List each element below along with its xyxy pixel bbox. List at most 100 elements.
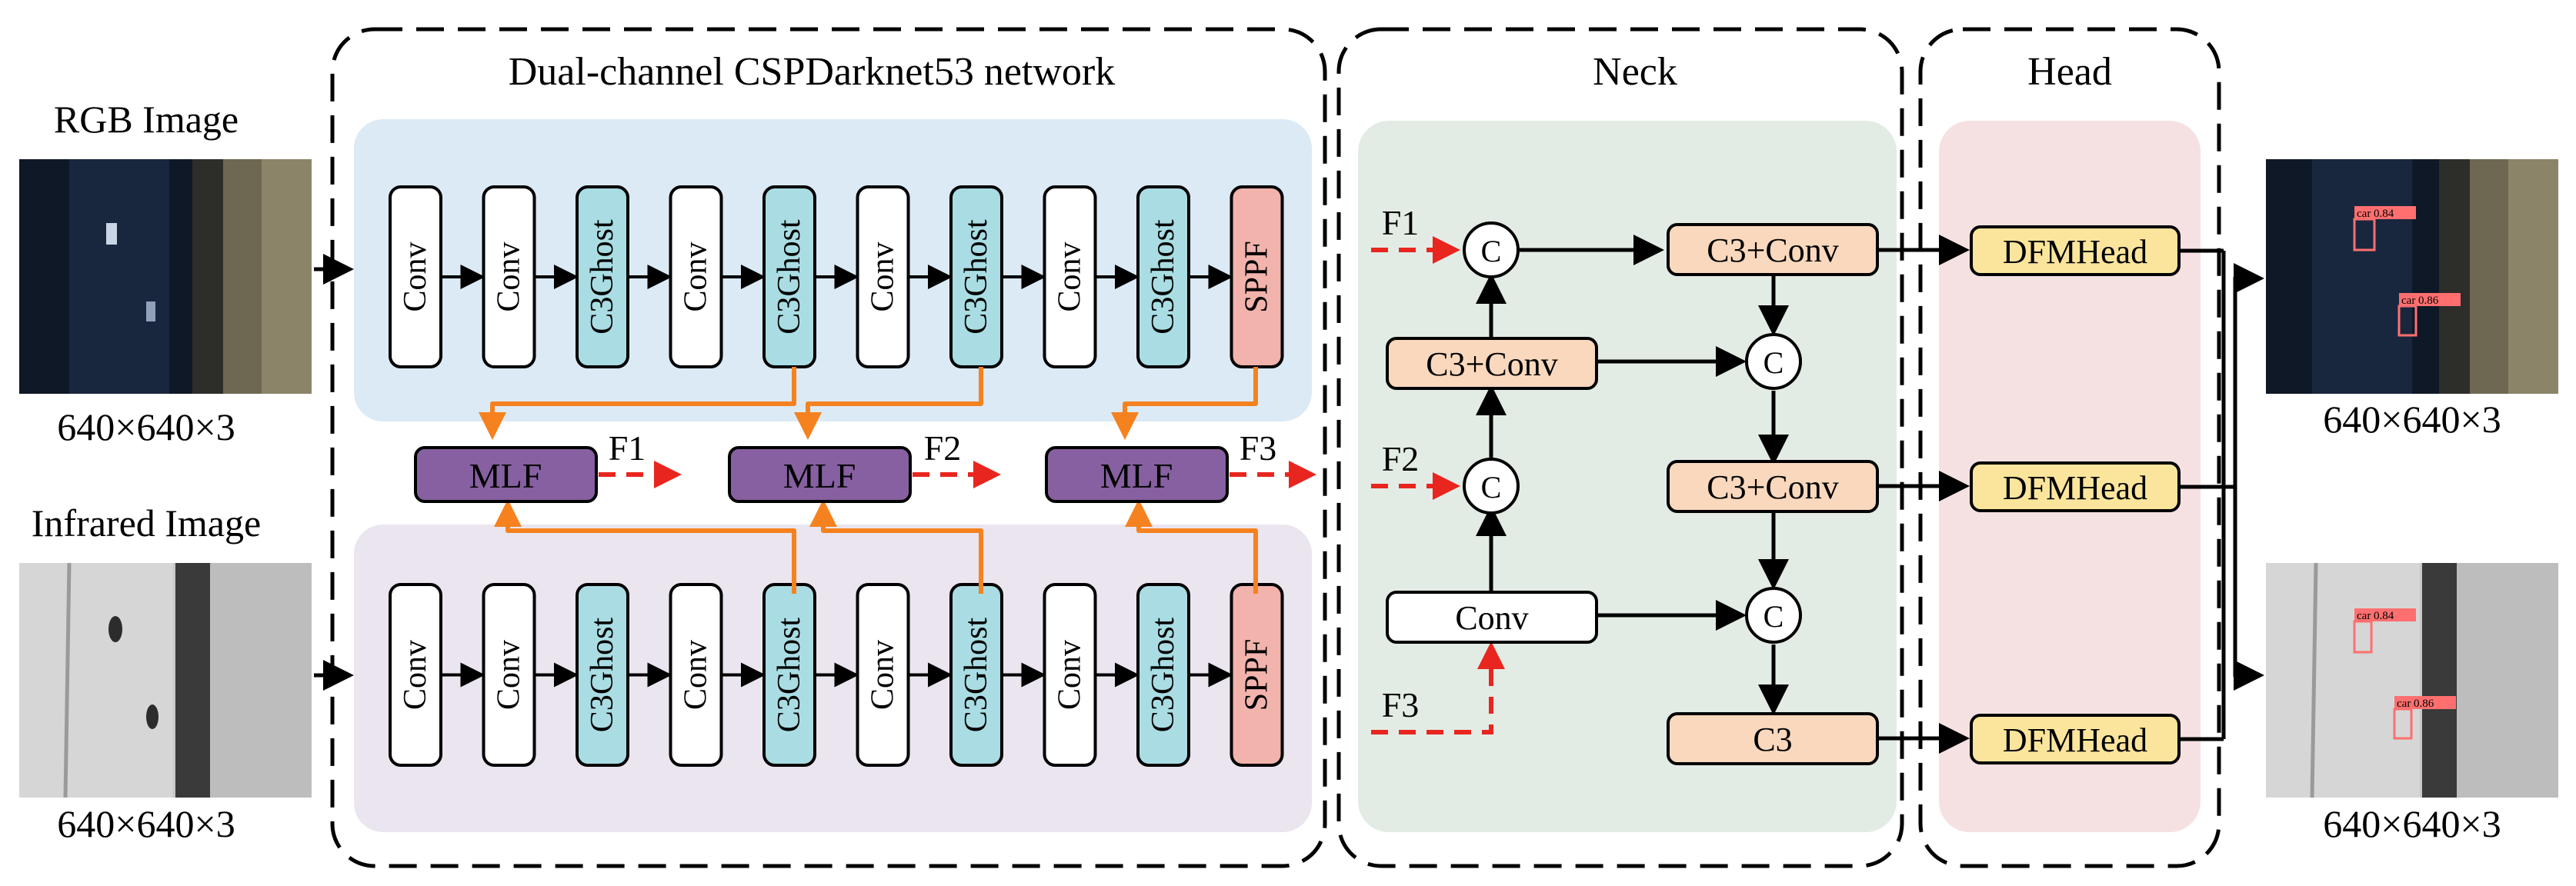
ir-block-label: Conv [1053,640,1088,710]
svg-text:C3: C3 [1753,721,1792,758]
svg-text:Conv: Conv [1455,599,1528,637]
neck-f3-label: F3 [1382,685,1420,724]
ir-block-label: SPPF [1240,639,1275,711]
rgb-block-c3ghost: C3Ghost [1136,185,1190,368]
rgb-input-image [19,159,312,394]
ir-output-size: 640×640×3 [2323,802,2501,845]
svg-text:DFMHead: DFMHead [2003,721,2147,759]
backbone-rgb-blocks: Conv Conv C3Ghost Conv C3Ghost Conv C3Ghost Con… [389,185,1284,368]
rgb-block-label: C3Ghost [1146,219,1181,335]
ir-block-conv: Conv [669,583,723,767]
neck-section [1336,27,1904,868]
ir-block-conv: Conv [389,583,442,767]
rgb-block-conv: Conv [389,185,442,368]
ir-image-label: Infrared Image [32,501,261,545]
rgb-image-label: RGB Image [54,98,239,141]
ir-block-label: Conv [492,640,527,710]
mlf-block-1: MLF [414,446,598,503]
f2-label: F2 [924,428,962,468]
ir-block-c3ghost: C3Ghost [949,583,1003,767]
neck-f2-label: F2 [1382,439,1420,478]
ir-block-sppf: SPPF [1230,583,1284,767]
rgb-block-conv: Conv [482,185,536,368]
neck-f1-label: F1 [1382,203,1420,242]
rgb-block-label: Conv [679,241,714,311]
svg-text:C: C [1763,599,1784,634]
neck-c3conv-block: C3+Conv [1667,223,1879,276]
neck-c3conv-block: C3+Conv [1386,337,1598,390]
mlf-connections [479,367,1258,594]
svg-text:DFMHead: DFMHead [2003,469,2147,507]
rgb-output-image: car 0.84 car 0.86 [2266,159,2558,394]
rgb-block-label: Conv [398,241,433,311]
svg-text:C: C [1763,345,1784,380]
neck-f3-arrow [1371,641,1505,734]
ir-block-label: C3Ghost [1146,617,1181,732]
concat-node: C [1463,458,1520,515]
svg-text:MLF: MLF [469,456,542,495]
backbone-ir-blocks: Conv Conv C3Ghost Conv C3Ghost Conv C3Ghost Con… [389,583,1284,767]
head-title: Head [2027,50,2112,94]
svg-text:C3+Conv: C3+Conv [1426,345,1558,383]
rgb-block-label: Conv [492,241,527,311]
rgb-block-c3ghost: C3Ghost [576,185,629,368]
neck-conv-block: Conv [1386,591,1598,644]
rgb-block-label: SPPF [1240,241,1275,312]
svg-text:C3+Conv: C3+Conv [1707,468,1839,506]
rgb-block-label: C3Ghost [585,219,620,335]
ir-block-label: C3Ghost [772,617,807,732]
svg-text:C: C [1481,234,1502,268]
dfm-head-block: DFMHead [1970,225,2181,276]
f1-label: F1 [609,428,646,468]
f3-label: F3 [1240,428,1277,468]
ir-block-label: C3Ghost [959,617,994,732]
ir-block-c3ghost: C3Ghost [1136,583,1190,767]
svg-text:C: C [1481,470,1502,505]
ir-block-c3ghost: C3Ghost [762,583,816,767]
neck-c3conv-block: C3+Conv [1667,460,1879,513]
detection-label: car 0.86 [2401,295,2439,307]
ir-block-label: Conv [866,640,901,710]
rgb-image-size: 640×640×3 [57,405,235,448]
ir-block-c3ghost: C3Ghost [576,583,629,767]
rgb-block-label: C3Ghost [772,219,807,335]
svg-text:DFMHead: DFMHead [2003,233,2147,271]
mlf-block-2: MLF [728,446,912,503]
detection-label: car 0.86 [2397,698,2434,710]
svg-text:MLF: MLF [1100,456,1173,495]
detection-label: car 0.84 [2357,610,2394,622]
dfm-head-block: DFMHead [1970,714,2181,764]
neck-title: Neck [1593,50,1677,94]
ir-block-label: Conv [679,640,714,710]
rgb-block-label: C3Ghost [959,219,994,335]
ir-block-label: C3Ghost [585,617,620,732]
rgb-block-conv: Conv [669,185,723,368]
rgb-block-c3ghost: C3Ghost [949,185,1003,368]
rgb-block-label: Conv [1053,241,1088,311]
dfm-head-block: DFMHead [1970,461,2181,512]
mlf-block-3: MLF [1045,446,1229,503]
backbone-title: Dual-channel CSPDarknet53 network [509,50,1115,94]
ir-block-conv: Conv [482,583,536,767]
ir-block-label: Conv [398,640,433,710]
rgb-block-sppf: SPPF [1230,185,1284,368]
rgb-block-conv: Conv [856,185,910,368]
ir-input-image [19,562,312,798]
ir-block-conv: Conv [856,583,910,767]
detection-label: car 0.84 [2357,208,2394,220]
rgb-block-c3ghost: C3Ghost [762,185,816,368]
concat-node: C [1745,333,1802,390]
neck-c3-block: C3 [1667,712,1879,765]
ir-block-conv: Conv [1043,583,1097,767]
backbone-section [330,27,1327,868]
svg-text:MLF: MLF [783,456,856,495]
rgb-output-size: 640×640×3 [2323,398,2501,441]
concat-node: C [1745,587,1802,644]
ir-output-image: car 0.84 car 0.86 [2266,562,2558,798]
svg-text:C3+Conv: C3+Conv [1707,231,1839,269]
ir-image-size: 640×640×3 [57,802,235,845]
rgb-block-conv: Conv [1043,185,1097,368]
rgb-block-label: Conv [866,241,901,311]
head-section [1918,27,2221,868]
concat-node: C [1463,222,1520,278]
